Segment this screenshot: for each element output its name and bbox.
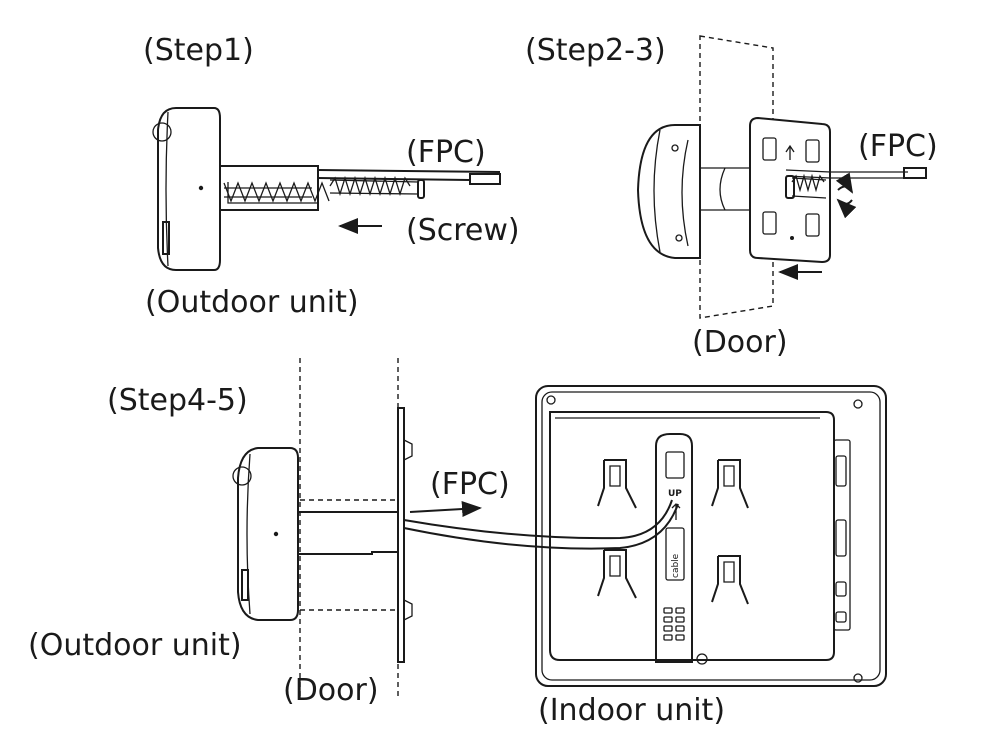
side-ports <box>833 439 851 631</box>
fpc-cable-step4-5-upper <box>403 499 673 540</box>
fpc-cable-step1 <box>317 169 501 185</box>
screw-label: (Screw) <box>406 213 520 248</box>
sleeve-step1 <box>219 165 330 211</box>
indoor-unit: UP cable (Indoor unit) <box>535 385 887 728</box>
outdoor-unit-label-step1: (Outdoor unit) <box>145 285 359 320</box>
cable-channel: UP cable <box>655 433 693 663</box>
outdoor-unit-step1 <box>152 107 221 271</box>
step2-3-group: (Step2-3) <box>525 33 938 360</box>
rotate-icon <box>835 172 857 219</box>
mounting-plate-step4-5 <box>397 407 413 663</box>
cable-marking: cable <box>671 553 681 578</box>
door-step4-5 <box>299 358 399 700</box>
step2-3-label: (Step2-3) <box>525 33 666 68</box>
outdoor-unit-step4-5 <box>232 447 299 621</box>
step1-group: (Step1) (FPC) <box>143 33 520 320</box>
fpc-arrow-step4-5 <box>409 501 482 518</box>
outdoor-unit-label-step4-5: (Outdoor unit) <box>28 628 242 663</box>
mounting-plate-step2-3 <box>749 116 831 264</box>
indoor-unit-label: (Indoor unit) <box>538 693 725 728</box>
fpc-label-step4-5: (FPC) <box>430 467 510 502</box>
screw <box>329 175 425 199</box>
fpc-cable-step2-3 <box>830 167 927 179</box>
door-label-step4-5: (Door) <box>283 673 379 708</box>
sleeve-step4-5 <box>298 511 398 555</box>
step4-5-label: (Step4-5) <box>107 383 248 418</box>
fpc-label-step2-3: (FPC) <box>858 129 938 164</box>
door-label-step2-3: (Door) <box>692 325 788 360</box>
step4-5-group: (Step4-5) (FPC) (Outdoo <box>28 358 679 708</box>
mounting-hooks <box>597 459 749 605</box>
outdoor-unit-step2-3 <box>636 124 760 259</box>
step1-label: (Step1) <box>143 33 254 68</box>
fpc-cable-step4-5-lower <box>403 503 679 550</box>
up-marking: UP <box>668 489 682 499</box>
fpc-label-step1: (FPC) <box>406 135 486 170</box>
